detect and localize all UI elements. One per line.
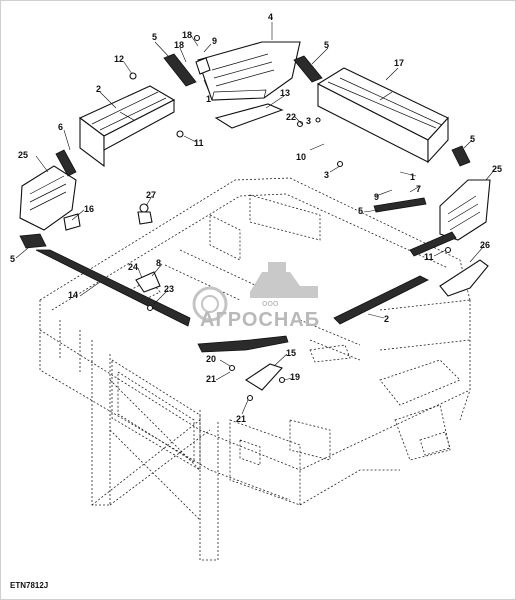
callout-9-right: 9 bbox=[374, 192, 379, 202]
part-2-left-top-panel bbox=[78, 85, 176, 168]
callout-11-right: 11 bbox=[424, 252, 434, 262]
part-6-16-clips bbox=[63, 57, 211, 231]
callout-24: 24 bbox=[128, 262, 138, 272]
callout-6: 6 bbox=[58, 122, 63, 132]
callout-labels: 4 5 18 18 9 12 2 5 17 1 13 22 3 11 6 10 … bbox=[10, 12, 502, 424]
callout-18-upper: 18 bbox=[182, 30, 192, 40]
callout-16: 16 bbox=[84, 204, 94, 214]
fasteners bbox=[129, 34, 452, 402]
callout-7: 7 bbox=[416, 184, 421, 194]
part-26-right-panel bbox=[439, 259, 489, 297]
callout-15: 15 bbox=[286, 348, 296, 358]
callout-21-left: 21 bbox=[206, 374, 216, 384]
part-15-20-lower-trim bbox=[197, 335, 289, 391]
callout-1-left: 1 bbox=[206, 94, 211, 104]
callout-4: 4 bbox=[268, 12, 273, 22]
callout-17: 17 bbox=[394, 58, 404, 68]
watermark-sub: ООО bbox=[262, 301, 279, 308]
callout-21-lower: 21 bbox=[236, 414, 246, 424]
watermark-brand: АГРОСНАБ bbox=[200, 309, 320, 331]
leader-lines bbox=[15, 22, 497, 415]
callout-18-lower: 18 bbox=[174, 40, 184, 50]
callout-19: 19 bbox=[290, 372, 300, 382]
callout-11-top: 11 bbox=[194, 138, 204, 148]
part-27-fastener bbox=[137, 203, 153, 225]
callout-5-left: 5 bbox=[10, 254, 15, 264]
callout-2-left: 2 bbox=[96, 84, 101, 94]
callout-20: 20 bbox=[206, 354, 216, 364]
part-25-left-side-cover bbox=[19, 165, 77, 231]
callout-22: 22 bbox=[286, 112, 296, 122]
callout-23: 23 bbox=[164, 284, 174, 294]
callout-1-right: 1 bbox=[410, 172, 415, 182]
callout-3-top: 3 bbox=[306, 116, 311, 126]
callout-5-right: 5 bbox=[470, 134, 475, 144]
callout-8: 8 bbox=[156, 258, 161, 268]
part-25-right-side-cover bbox=[439, 179, 491, 241]
callout-3-mid: 3 bbox=[324, 170, 329, 180]
part-13-bracket bbox=[214, 103, 284, 129]
watermark-logo: ООО АГРОСНАБ bbox=[192, 262, 320, 331]
drawing-code: ETN7812J bbox=[10, 581, 48, 590]
part-17-right-top-panel bbox=[316, 67, 449, 164]
callout-26: 26 bbox=[480, 240, 490, 250]
callout-12: 12 bbox=[114, 54, 124, 64]
callout-25-right: 25 bbox=[492, 164, 502, 174]
callout-2-right: 2 bbox=[384, 314, 389, 324]
callout-27: 27 bbox=[146, 190, 156, 200]
callout-13: 13 bbox=[280, 88, 290, 98]
part-2-right-trim bbox=[333, 231, 457, 325]
part-8-bracket bbox=[135, 271, 161, 293]
callout-10: 10 bbox=[296, 152, 306, 162]
part-5-end-caps bbox=[19, 53, 471, 249]
callout-5-top-left: 5 bbox=[152, 32, 157, 42]
cab-frame-assembly bbox=[39, 177, 471, 561]
callout-5-top-right: 5 bbox=[324, 40, 329, 50]
callout-14: 14 bbox=[68, 290, 78, 300]
callout-9-top: 9 bbox=[212, 36, 217, 46]
part-4-top-panel bbox=[197, 41, 301, 101]
callout-5-mid-right: 5 bbox=[358, 206, 363, 216]
callout-25-left: 25 bbox=[18, 150, 28, 160]
